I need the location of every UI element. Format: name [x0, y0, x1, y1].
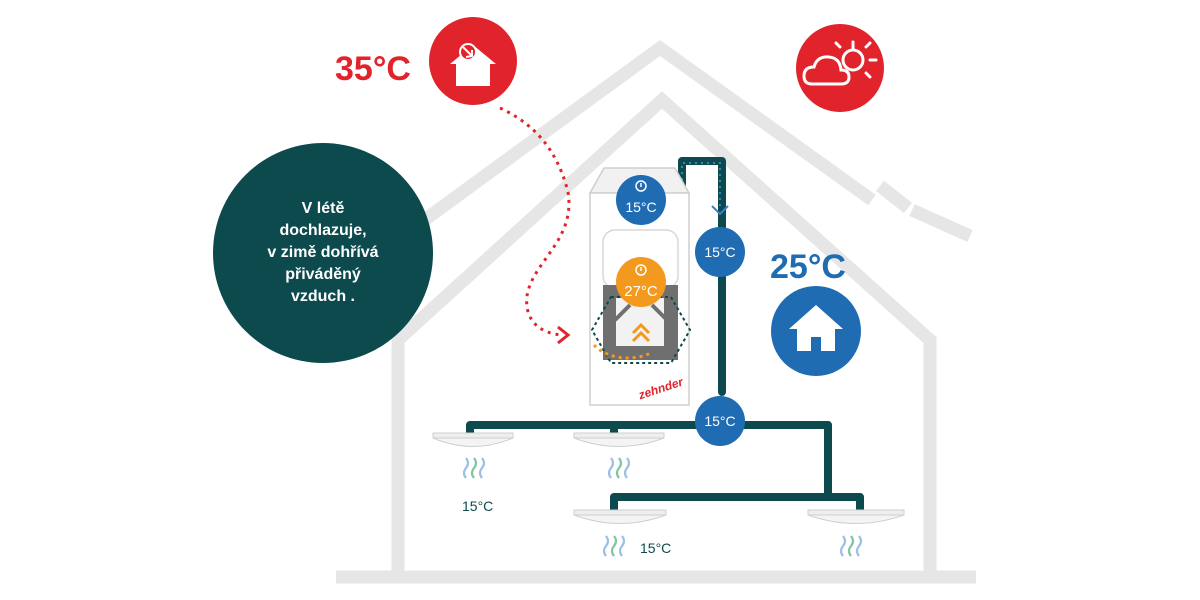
outlet-temp-left: 15°C — [462, 498, 493, 514]
info-bubble: V létě dochlazuje, v zimě dohřívá přivád… — [213, 143, 433, 363]
duct-temp-lower: 15°C — [704, 413, 735, 429]
outdoor-air-path — [499, 106, 571, 337]
vent-middle — [573, 432, 665, 447]
unit-top-temp-badge: 15°C — [616, 175, 666, 225]
house-outline — [391, 39, 973, 580]
outdoor-temp: 35°C — [335, 50, 411, 88]
indoor-house-icon — [771, 286, 861, 376]
info-line: v zimě dohřívá — [267, 244, 379, 261]
weather-icon — [796, 24, 884, 112]
airflow-waves-icon — [462, 457, 863, 557]
heat-exchanger-outline — [590, 296, 692, 364]
duct-lower-temp-badge: 15°C — [695, 396, 745, 446]
warm-air-path — [592, 343, 653, 360]
duct-upper-temp-badge: 15°C — [695, 227, 745, 277]
info-line: přiváděný — [285, 266, 361, 283]
exchanger-temp-badge: 27°C — [616, 257, 666, 307]
unit-top-temp: 15°C — [625, 199, 656, 215]
vent-bottom-left — [573, 509, 667, 524]
outlet-temp-bottom: 15°C — [640, 540, 671, 556]
ceiling-vents — [432, 432, 905, 524]
info-line: V létě — [301, 200, 345, 217]
vent-bottom-right — [807, 509, 905, 524]
indoor-temp: 25°C — [770, 248, 846, 286]
info-text: V létě dochlazuje, v zimě dohřívá přivád… — [248, 198, 398, 308]
outdoor-air-arrow-icon — [557, 325, 571, 345]
info-line: dochlazuje, — [279, 222, 367, 239]
info-line: vzduch . — [290, 288, 355, 305]
vent-left — [432, 432, 514, 447]
duct-dots — [681, 162, 721, 210]
duct-temp-upper: 15°C — [704, 244, 735, 260]
duct-arrow-icon — [711, 205, 729, 216]
unit-exchanger-temp: 27°C — [624, 283, 658, 300]
outdoor-house-icon — [429, 17, 517, 105]
